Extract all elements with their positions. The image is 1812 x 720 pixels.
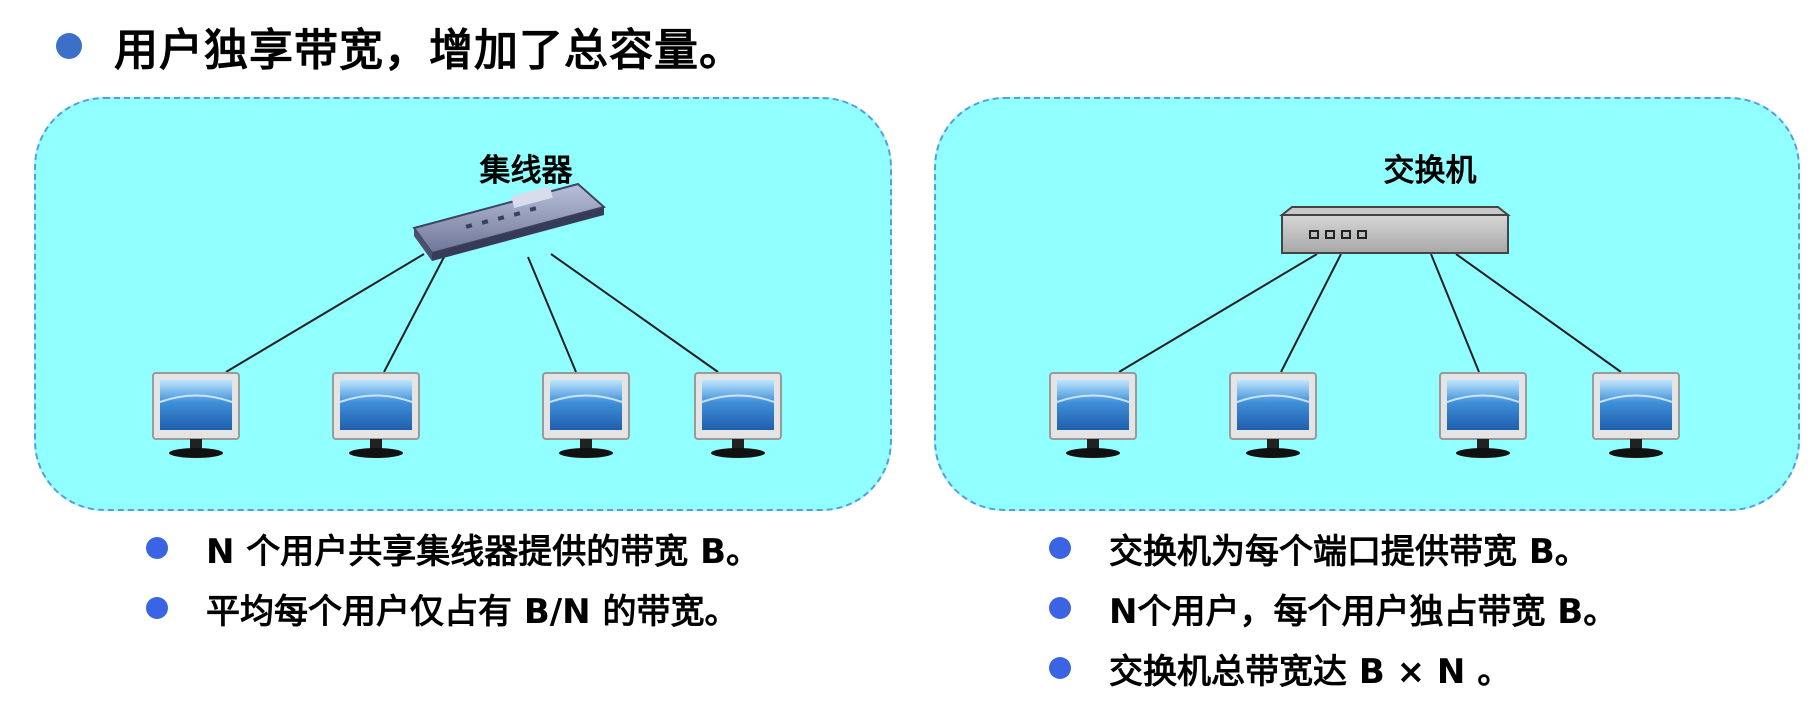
computer-icon — [332, 372, 420, 459]
computer-icon — [1439, 372, 1527, 459]
hub-icon — [412, 182, 607, 261]
switch-links — [1118, 253, 1622, 373]
bullet-icon — [146, 597, 168, 619]
hub-bullet-list: N 个用户共享集线器提供的带宽 B。 平均每个用户仅占有 B/N 的带宽。 — [146, 518, 760, 638]
list-item: 交换机总带宽达 B × N 。 — [1049, 638, 1617, 698]
bullet-icon — [1049, 657, 1071, 679]
computer-icon — [1229, 372, 1317, 459]
computer-icon — [542, 372, 630, 459]
list-item: 交换机为每个端口提供带宽 B。 — [1049, 518, 1617, 578]
bullet-icon — [1049, 537, 1071, 559]
headline-text: 用户独享带宽，增加了总容量。 — [114, 25, 744, 76]
hub-diagram — [152, 182, 782, 459]
switch-icon — [1279, 206, 1511, 254]
hub-label: 集线器 — [479, 153, 573, 189]
switch-label: 交换机 — [1383, 153, 1477, 189]
hub-links — [225, 253, 719, 373]
computer-icon — [694, 372, 782, 459]
headline-bullet-icon — [56, 33, 82, 59]
switch-bullet-list: 交换机为每个端口提供带宽 B。 N个用户，每个用户独占带宽 B。 交换机总带宽达… — [1049, 518, 1617, 698]
bullet-icon — [1049, 597, 1071, 619]
hub-panel: 集线器 — [34, 97, 892, 511]
list-item: N 个用户共享集线器提供的带宽 B。 — [146, 518, 760, 578]
bullet-icon — [146, 537, 168, 559]
computer-icon — [1049, 372, 1137, 459]
switch-diagram — [1049, 206, 1680, 459]
list-item: N个用户，每个用户独占带宽 B。 — [1049, 578, 1617, 638]
list-item: 平均每个用户仅占有 B/N 的带宽。 — [146, 578, 760, 638]
computer-icon — [1592, 372, 1680, 459]
switch-panel: 交换机 — [934, 97, 1800, 511]
computer-icon — [152, 372, 240, 459]
page-headline: 用户独享带宽，增加了总容量。 — [56, 14, 744, 78]
